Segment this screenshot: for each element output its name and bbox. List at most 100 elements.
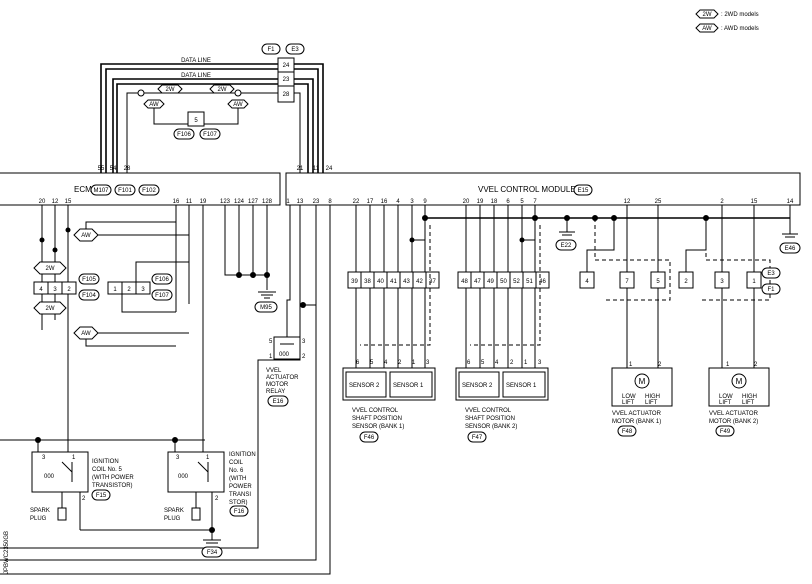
motor1-low-lift: LIFT [622, 400, 635, 406]
vvel-pin-6: 6 [506, 199, 510, 205]
bank2-pin-1: 1 [524, 360, 528, 366]
bank2-pin-2: 2 [510, 360, 514, 366]
top-connector-tags: F1 E3 [261, 43, 305, 55]
option-tag-2w-a: 2W [166, 87, 175, 93]
row-pin-37: 37 [429, 279, 436, 285]
legend-text-awd: : AWD models [721, 26, 759, 32]
coil5-connector-f15: F15 [96, 493, 107, 499]
legend-text-2wd: : 2WD models [721, 12, 759, 18]
shaft-position-sensor-bank2: 6 5 4 2 1 3 SENSOR 2 SENSOR 1 VVEL CONTR… [455, 360, 549, 443]
coil5-label-2: COIL No. 5 [92, 467, 122, 473]
coil6-pin-3: 3 [176, 455, 180, 461]
bank1-pin-3: 3 [426, 360, 430, 366]
vvel-pin-3: 3 [410, 199, 414, 205]
ecm-pin-124: 124 [234, 199, 245, 205]
coil6-label-1: IGNITION [229, 452, 256, 458]
row-pin-50: 50 [500, 279, 507, 285]
row-motor-pin-3: 3 [720, 279, 724, 285]
motor2-symbol: M [736, 377, 743, 386]
row-connector-tags: E3 F1 [761, 267, 781, 295]
coil6-plug-2: PLUG [164, 516, 181, 522]
coil5-pin-3: 3 [42, 455, 46, 461]
row-motor-pin-4: 4 [585, 279, 589, 285]
ecm-pin-19: 19 [200, 199, 207, 205]
vvel-pin-16: 16 [381, 199, 388, 205]
coil6-pin-2: 2 [215, 496, 219, 502]
motor2-pin-1: 1 [726, 362, 730, 368]
row-motor-pin-7: 7 [625, 279, 629, 285]
joint-pin-5: 5 [194, 118, 198, 124]
row-pin-42: 42 [416, 279, 423, 285]
row-pin-47: 47 [474, 279, 481, 285]
right-connector-f107: F107 [155, 293, 169, 299]
coil6-pin-1: 1 [206, 455, 210, 461]
coil5-label-1: IGNITION [92, 459, 119, 465]
row-connector-f1: F1 [767, 287, 775, 293]
right-joint-pin-3: 3 [141, 287, 145, 293]
bank2-pin-3: 3 [538, 360, 542, 366]
vvel-pin-2: 2 [720, 199, 724, 205]
coil5-plug-1: SPARK [30, 508, 50, 514]
motor1-low: LOW [622, 394, 636, 400]
grounds-right: E22 E46 [555, 205, 801, 254]
data-line-label-2: DATA LINE [181, 73, 211, 79]
data-line-pin-28: 28 [283, 92, 290, 98]
row-pin-51: 51 [526, 279, 533, 285]
ignition-coil-6: F34 3 1 2 000 IGNITION COIL No. 6 (WITH … [80, 440, 256, 558]
ignition-coil-5: 3 1 2 000 IGNITION COIL No. 5 (WITH POWE… [30, 440, 134, 530]
legend-tag-awd: AW [702, 26, 712, 32]
data-lines: DATA LINE DATA LINE 24 23 28 [100, 57, 324, 173]
relay-pin-1: 1 [269, 354, 273, 360]
vvel-pin-13: 13 [297, 199, 304, 205]
bank1-connector-f46: F46 [364, 435, 375, 441]
coil6-label-7: STOR) [229, 500, 248, 506]
ecm-pin-127: 127 [248, 199, 259, 205]
vvel-pin-5: 5 [520, 199, 524, 205]
left-joint-pin-4: 4 [39, 287, 43, 293]
vvel-pin-12: 12 [624, 199, 631, 205]
vvel-pin-4: 4 [396, 199, 400, 205]
row-connector-e3: E3 [767, 271, 775, 277]
bank2-label-1: VVEL CONTROL [465, 408, 512, 414]
bank1-label-2: SHAFT POSITION [352, 416, 402, 422]
row-pin-40: 40 [377, 279, 384, 285]
vvel-pin-8: 8 [328, 199, 332, 205]
row-pin-46: 46 [539, 279, 546, 285]
vvel-actuator-motor-relay: 5 3 1 2 000 VVEL ACTUATOR MOTOR RELAY E1… [266, 336, 306, 407]
left-joint-pin-3: 3 [53, 287, 57, 293]
bank1-label-3: SENSOR (BANK 1) [352, 424, 404, 430]
vvel-pin-24: 24 [326, 166, 333, 172]
motor1-high-lift: LIFT [645, 400, 658, 406]
data-line-pin-24: 24 [283, 63, 290, 69]
vvel-pin-19: 19 [477, 199, 484, 205]
row-pin-41: 41 [390, 279, 397, 285]
ground-m95: M95 [260, 305, 272, 311]
ground-e46: E46 [785, 246, 796, 252]
legend: 2W : 2WD models AW : AWD models [695, 9, 759, 33]
left-option-aw-b: AW [81, 331, 91, 337]
row-pin-38: 38 [364, 279, 371, 285]
motor1-pin-1: 1 [629, 362, 633, 368]
motor1-high: HIGH [645, 394, 660, 400]
vvel-pin-20: 20 [463, 199, 470, 205]
connector-tag-e3: E3 [291, 47, 299, 53]
shaft-position-sensor-bank1: 6 5 4 2 1 3 SENSOR 2 SENSOR 1 VVEL CONTR… [342, 360, 436, 443]
relay-label-1: VVEL [266, 368, 282, 374]
coil6-symbol: 000 [178, 474, 189, 480]
ecm-lower-wiring: M95 AW 2W 2W AW 4 3 2 F105 F104 1 2 3 F1… [0, 205, 331, 575]
vvel-pin-1: 1 [286, 199, 290, 205]
ecm-pin-16: 16 [173, 199, 180, 205]
vvel-pin-25: 25 [655, 199, 662, 205]
coil6-label-2: COIL [229, 460, 244, 466]
bank2-connector-f47: F47 [472, 435, 483, 441]
ecm-connector-f102: F102 [142, 188, 156, 194]
ecm-module: ECM M107 F101 F102 55 54 28 20 12 15 16 … [0, 166, 281, 206]
motor2-pin-2: 2 [754, 362, 758, 368]
ecm-label: ECM [74, 185, 92, 194]
option-tag-2w-b: 2W [218, 87, 227, 93]
bank2-sensor1-label: SENSOR 1 [506, 383, 537, 389]
relay-pin-2: 2 [302, 354, 306, 360]
coil6-label-3: No. 6 [229, 468, 244, 474]
relay-pin-5: 5 [269, 339, 273, 345]
row-pin-48: 48 [461, 279, 468, 285]
